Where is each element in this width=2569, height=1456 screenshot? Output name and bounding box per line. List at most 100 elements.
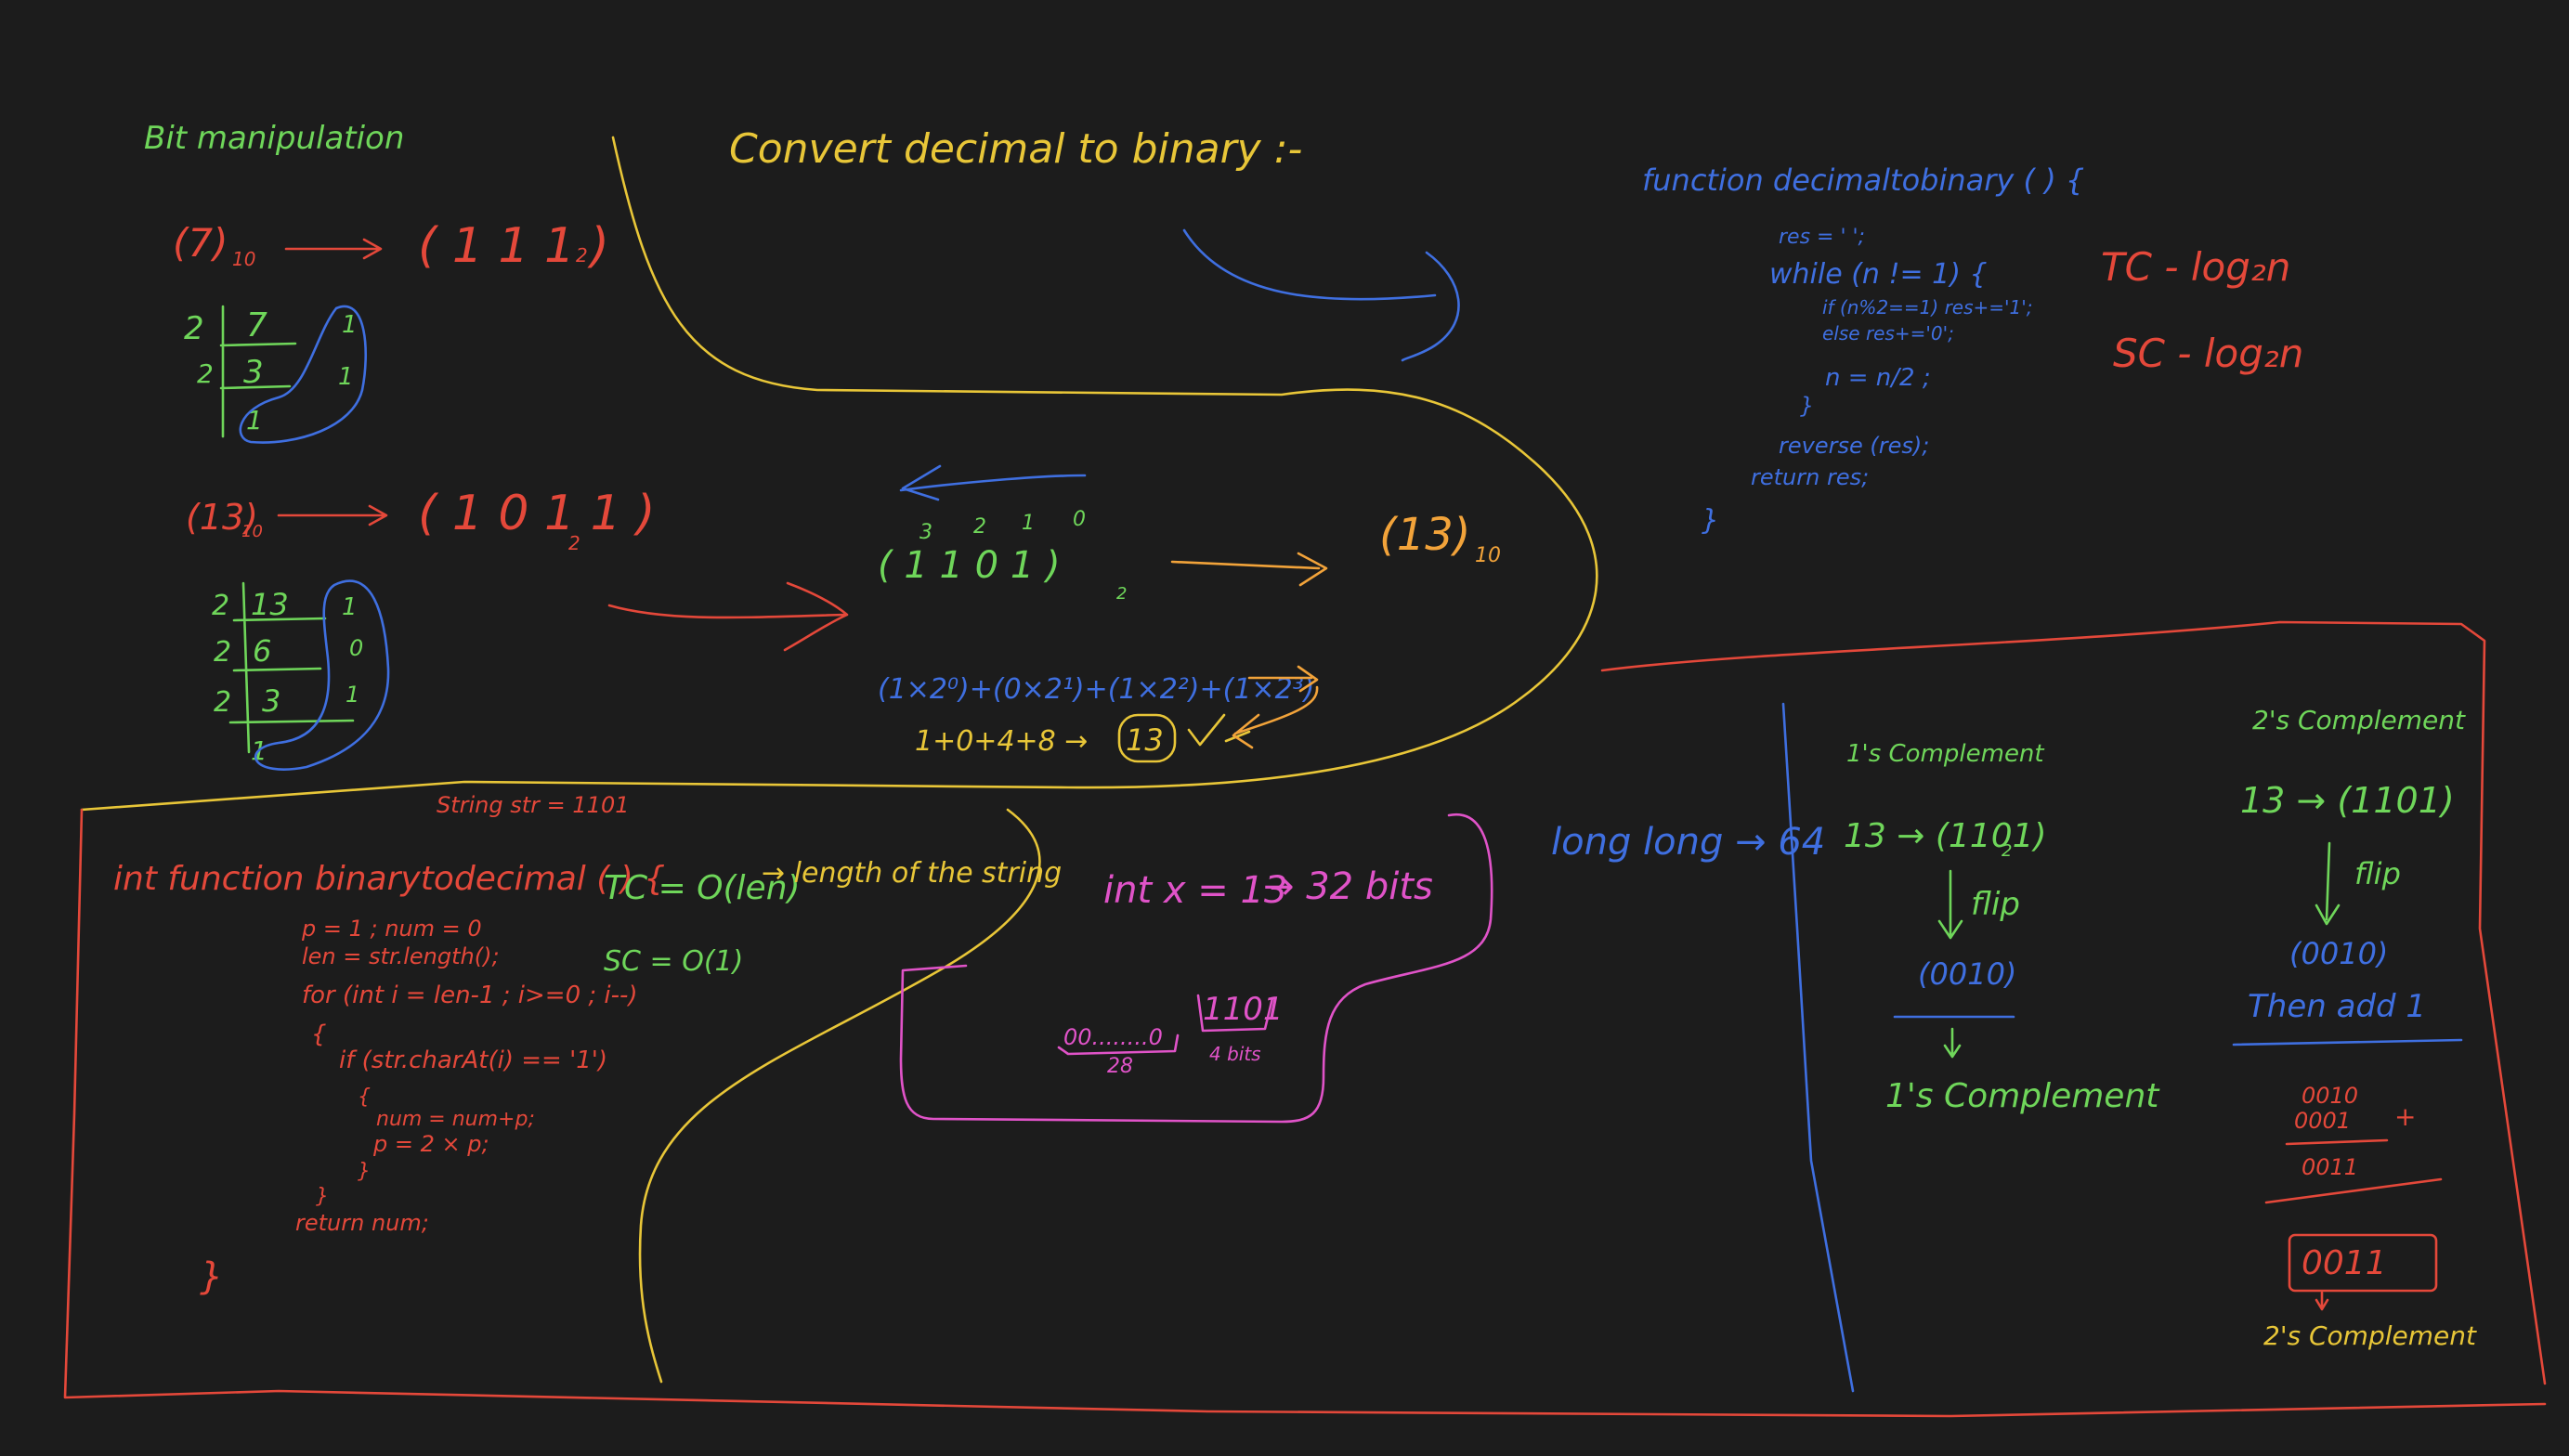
twos-then-add: Then add 1 (2248, 988, 2426, 1025)
svg-text:}: } (316, 1185, 329, 1208)
svg-text:3: 3 (243, 354, 264, 391)
division-table-13: 2 13 1 2 6 0 2 3 1 1 (212, 579, 390, 771)
svg-text:13: 13 (251, 587, 289, 622)
division-table-7: 2 7 2 3 1 1 1 (184, 305, 367, 444)
svg-text:3: 3 (262, 683, 280, 719)
b2d-time-complexity: TC = O(len) (604, 869, 801, 907)
int-bit-brackets (1057, 994, 1274, 1056)
svg-text:res = ' ';: res = ' '; (1779, 226, 1865, 249)
twos-result-arrow (2315, 1291, 2329, 1311)
dec-to-bin-time-complexity: TC - log₂n (2101, 244, 2290, 290)
example1-decimal: (7) (173, 220, 228, 266)
ones-complement-start-base: 2 (2002, 841, 2012, 861)
svg-text:2: 2 (197, 358, 214, 389)
example2-decimal: (13) (186, 497, 258, 538)
svg-text:return res;: return res; (1751, 464, 1869, 490)
twos-flipped: (0010) (2289, 936, 2388, 971)
orange-arrow-to-result (1170, 552, 1328, 587)
twos-flip-arrow (2315, 841, 2341, 926)
decimal-result-base: 10 (1475, 544, 1501, 567)
int-low-bit-count: 4 bits (1209, 1043, 1261, 1065)
int-low-bits: 1101 (1203, 991, 1284, 1028)
svg-text:0: 0 (349, 635, 363, 661)
sum-result: 13 (1126, 722, 1164, 758)
int-leading-zero-count: 28 (1107, 1055, 1133, 1078)
example2-arrow (277, 504, 388, 526)
int-leading-zeros: 00........0 (1063, 1024, 1163, 1050)
svg-text:0: 0 (1073, 508, 1086, 531)
ones-complement-start: 13 → (1101) (1844, 817, 2047, 855)
ones-flipped: (0010) (1918, 956, 2016, 992)
svg-text:}: } (200, 1255, 223, 1298)
svg-text:1: 1 (1022, 512, 1035, 535)
decimal-to-binary-code: function decimaltobinary ( ) { res = ' '… (1642, 162, 2084, 537)
red-frame-bottom-left (63, 808, 2547, 1418)
twos-complement-start: 13 → (1101) (2240, 780, 2455, 821)
svg-text:if (str.charAt(i) == '1'): if (str.charAt(i) == '1') (339, 1046, 607, 1074)
twos-boxed-result: 0011 (2302, 1244, 2387, 1282)
svg-text:p = 1 ; num = 0: p = 1 ; num = 0 (301, 916, 482, 942)
example1-arrow (284, 238, 383, 260)
binary-number-1101: ( 1 1 0 1 ) (878, 544, 1061, 587)
twos-boxed-result-frame (2288, 1233, 2438, 1293)
twos-add-row2: 0001 (2294, 1108, 2351, 1134)
svg-text:{: { (358, 1086, 371, 1109)
twos-sum-line (2285, 1138, 2389, 1146)
sum-of-terms: 1+0+4+8 → (915, 725, 1088, 758)
decimal-result: (13) (1379, 509, 1471, 561)
ones-flip-label: flip (1971, 886, 2020, 923)
page-title: Bit manipulation (144, 120, 404, 157)
pink-bit-layout-outline (899, 812, 1493, 1124)
svg-text:p = 2 × p;: p = 2 × p; (372, 1131, 489, 1157)
twos-add-row1: 0010 (2302, 1083, 2358, 1109)
svg-text:{: { (311, 1020, 327, 1048)
svg-text:else res+='0';: else res+='0'; (1822, 322, 1954, 344)
twos-add-sum: 0011 (2302, 1154, 2358, 1180)
expansion-arrow (1247, 665, 1319, 693)
string-declaration: String str = 1101 (437, 792, 629, 818)
loop-back-arrow (1232, 685, 1319, 749)
red-frame-right (1600, 620, 2547, 1385)
example1-binary: ( 1 1 1 ) (418, 218, 609, 274)
svg-text:1: 1 (342, 593, 358, 621)
positional-expansion: (1×2⁰)+(0×2¹)+(1×2²)+(1×2³) (878, 673, 1314, 706)
svg-text:2: 2 (214, 686, 231, 719)
binary-number-base: 2 (1116, 584, 1127, 604)
ones-flip-arrow (1937, 869, 1963, 940)
yellow-divider-arc-bottom (638, 808, 1041, 1384)
svg-text:if (n%2==1) res+='1';: if (n%2==1) res+='1'; (1822, 296, 2032, 318)
svg-text:3: 3 (919, 521, 932, 544)
blue-left-arrow (899, 464, 1087, 501)
ones-complement-title: 1's Complement (1846, 740, 2044, 768)
code-signature: function decimaltobinary ( ) { (1642, 162, 2084, 198)
example1-decimal-base: 10 (232, 248, 255, 270)
svg-text:2: 2 (214, 636, 231, 669)
yellow-divider-arc-top (80, 136, 1598, 812)
twos-complement-title: 2's Complement (2252, 705, 2466, 735)
binary-to-decimal-code: int function binarytodecimal ( ) { p = 1… (113, 860, 665, 1298)
convert-heading: Convert decimal to binary :- (729, 125, 1302, 173)
svg-text:for (int i = len-1 ; i>=0 ; i-: for (int i = len-1 ; i>=0 ; i--) (302, 982, 638, 1009)
ones-down-arrow (1943, 1027, 1962, 1059)
b2d-space-complexity: SC = O(1) (604, 945, 743, 978)
svg-text:num = num+p;: num = num+p; (376, 1108, 535, 1131)
svg-text:return num;: return num; (295, 1210, 429, 1236)
svg-text:2: 2 (212, 590, 229, 622)
int-declaration: int x = 13 (1103, 869, 1287, 912)
place-value-powers: 3 2 1 0 (919, 508, 1086, 544)
svg-text:6: 6 (253, 633, 271, 669)
check-marks (1187, 713, 1251, 747)
blue-divider-vertical (1781, 702, 1855, 1393)
svg-text:}: } (1702, 504, 1719, 537)
ones-complement-result: 1's Complement (1885, 1077, 2160, 1115)
blue-curved-arrow (1182, 228, 1460, 362)
svg-text:}: } (1800, 393, 1814, 419)
svg-text:1: 1 (342, 311, 358, 339)
svg-text:7: 7 (246, 306, 267, 344)
int-bit-size: → 32 bits (1263, 865, 1433, 908)
svg-text:}: } (358, 1160, 371, 1183)
twos-add-plus: + (2394, 1101, 2416, 1132)
twos-flip-label: flip (2354, 856, 2401, 891)
example2-binary-base: 2 (568, 532, 580, 554)
